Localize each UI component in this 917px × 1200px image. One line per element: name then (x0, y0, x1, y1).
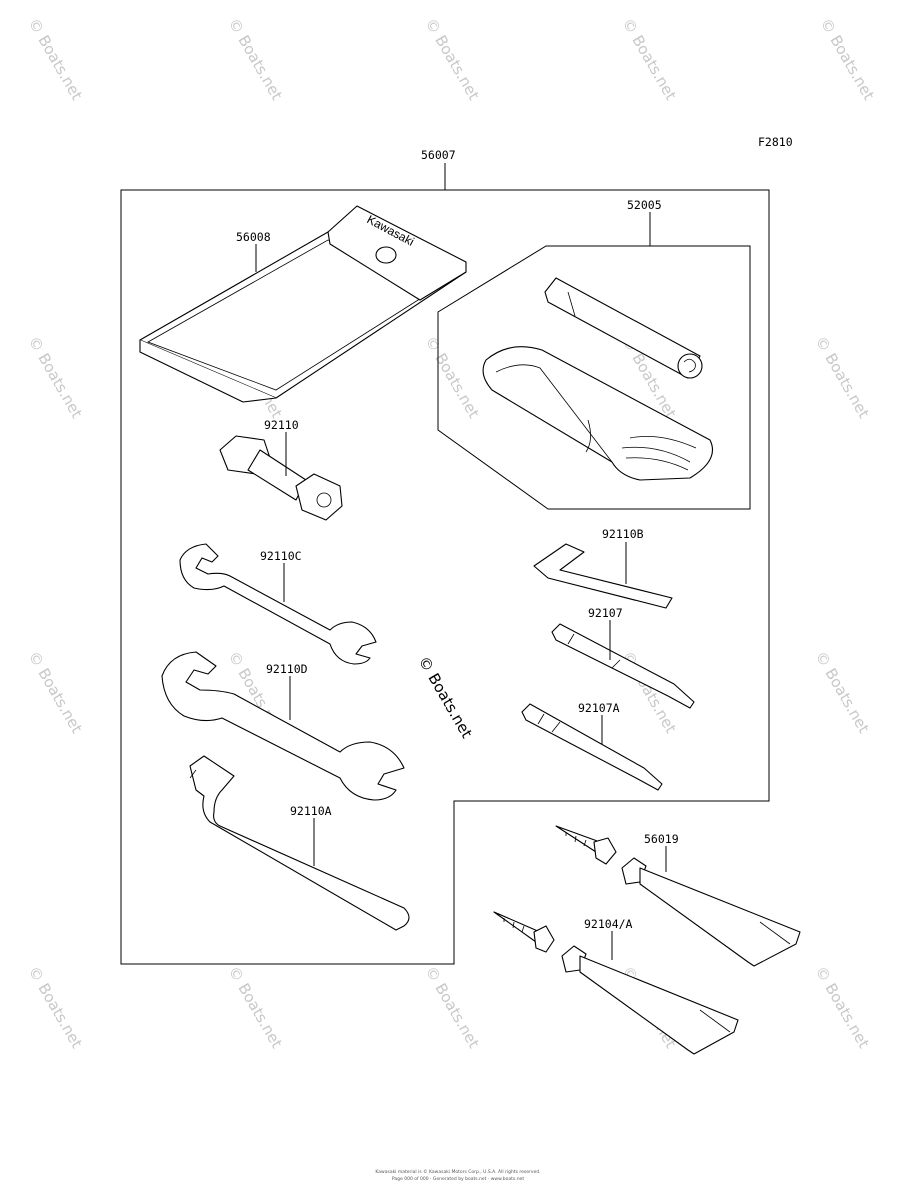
tool-pouch[interactable]: Kawasaki (139, 205, 467, 403)
footer-page-info: Page 000 of 000 · Generated by boats.net… (392, 1176, 524, 1182)
callout-92110D[interactable]: 92110D (266, 662, 308, 676)
plug-wrench-handle[interactable] (544, 277, 703, 379)
callout-92107A[interactable]: 92107A (578, 701, 620, 715)
callout-56007[interactable]: 56007 (421, 148, 456, 162)
watermark: © Boats.net (812, 648, 873, 736)
watermark: © Boats.net (422, 963, 483, 1051)
callout-92110C[interactable]: 92110C (260, 549, 302, 563)
watermark: © Boats.net (619, 15, 680, 103)
watermark: © Boats.net (225, 15, 286, 103)
watermark: © Boats.net (25, 648, 86, 736)
watermark: © Boats.net (25, 15, 86, 103)
callout-92104A[interactable]: 92104/A (584, 917, 633, 931)
callout-92110[interactable]: 92110 (264, 418, 299, 432)
spanner-large[interactable] (161, 651, 405, 801)
grease-tube[interactable] (555, 825, 801, 967)
watermark: © Boats.net (422, 333, 483, 421)
footer-copyright: Kawasaki material is © Kawasaki Motors C… (375, 1168, 540, 1175)
watermark-grid: © Boats.net © Boats.net © Boats.net © Bo… (25, 15, 878, 1051)
plug-socket[interactable] (219, 435, 343, 521)
figure-code: F2810 (758, 135, 793, 149)
callout-52005[interactable]: 52005 (627, 198, 662, 212)
watermark: © Boats.net (422, 15, 483, 103)
callout-92110B[interactable]: 92110B (602, 527, 644, 541)
sealant-tube[interactable] (493, 911, 739, 1055)
watermark: © Boats.net (25, 333, 86, 421)
hook-spanner[interactable] (189, 755, 410, 931)
screwdriver-alt[interactable] (521, 703, 663, 791)
screwdriver[interactable] (551, 623, 695, 709)
center-watermark: © Boats.net (415, 653, 476, 741)
watermark: © Boats.net (812, 963, 873, 1051)
hex-wrench[interactable] (533, 543, 673, 609)
spanner-small[interactable] (179, 543, 377, 665)
watermark: © Boats.net (25, 963, 86, 1051)
watermark: © Boats.net (817, 15, 878, 103)
watermark: © Boats.net (225, 963, 286, 1051)
callout-92107[interactable]: 92107 (588, 606, 623, 620)
callout-56019[interactable]: 56019 (644, 832, 679, 846)
tool-bag[interactable] (482, 346, 714, 481)
callout-56008[interactable]: 56008 (236, 230, 271, 244)
callout-92110A[interactable]: 92110A (290, 804, 332, 818)
watermark: © Boats.net (812, 333, 873, 421)
subkit-52005-boundary (437, 245, 751, 510)
tool-kit-boundary (120, 189, 770, 965)
